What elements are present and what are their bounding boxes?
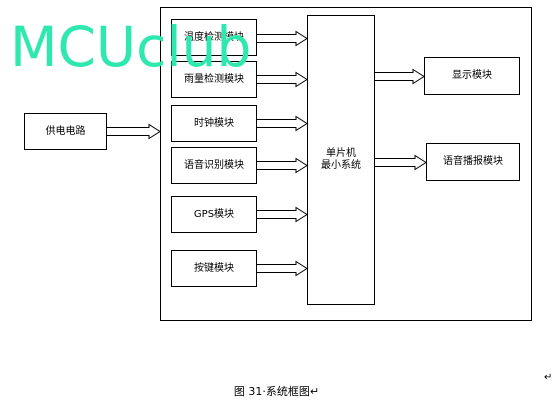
gps-module-block: GPS模块 [171, 196, 257, 233]
caption-return-mark: ↵ [309, 385, 320, 398]
power-supply-label: 供电电路 [45, 125, 86, 137]
voice-broadcast-module-label: 语音播报模块 [443, 156, 503, 167]
rainfall-module-block: 雨量检测模块 [171, 61, 257, 98]
mcu-label-line1: 单片机 [326, 148, 356, 159]
arrow-power-to-frame [107, 123, 161, 140]
mcu-label-line2: 最小系统 [321, 160, 361, 171]
arrow-temperature-to-mcu [257, 30, 308, 47]
arrow-keys-to-mcu [257, 260, 308, 277]
end-return-mark: ↵ [544, 372, 553, 383]
voice-recognition-module-block: 语音识别模块 [171, 147, 257, 184]
arrow-mcu-to-display [375, 68, 425, 85]
keys-module-block: 按键模块 [171, 250, 257, 287]
voice-broadcast-module-block: 语音播报模块 [426, 143, 520, 181]
temperature-module-label: 温度检测模块 [184, 31, 244, 43]
arrow-mcu-to-voice-broadcast [375, 154, 427, 171]
keys-module-label: 按键模块 [194, 262, 234, 274]
rainfall-module-label: 雨量检测模块 [184, 73, 244, 85]
figure-caption: 图 31·系统框图↵ [0, 383, 553, 399]
display-module-block: 显示模块 [424, 57, 520, 95]
voice-recognition-module-label: 语音识别模块 [184, 159, 244, 171]
figure-caption-text: 图 31·系统框图 [233, 385, 310, 398]
arrow-clock-to-mcu [257, 115, 308, 132]
arrow-gps-to-mcu [257, 206, 308, 223]
gps-module-label: GPS模块 [193, 208, 235, 220]
arrow-rainfall-to-mcu [257, 71, 308, 88]
mcuclub-watermark: MCUclub [10, 15, 252, 79]
power-supply-block: 供电电路 [24, 113, 107, 150]
temperature-module-block: 温度检测模块 [171, 19, 257, 56]
clock-module-block: 时钟模块 [171, 105, 257, 142]
arrow-voice-recognition-to-mcu [257, 157, 308, 174]
display-module-label: 显示模块 [452, 70, 492, 81]
clock-module-label: 时钟模块 [194, 117, 234, 129]
mcu-minimum-system-block: 单片机 最小系统 [307, 15, 375, 305]
